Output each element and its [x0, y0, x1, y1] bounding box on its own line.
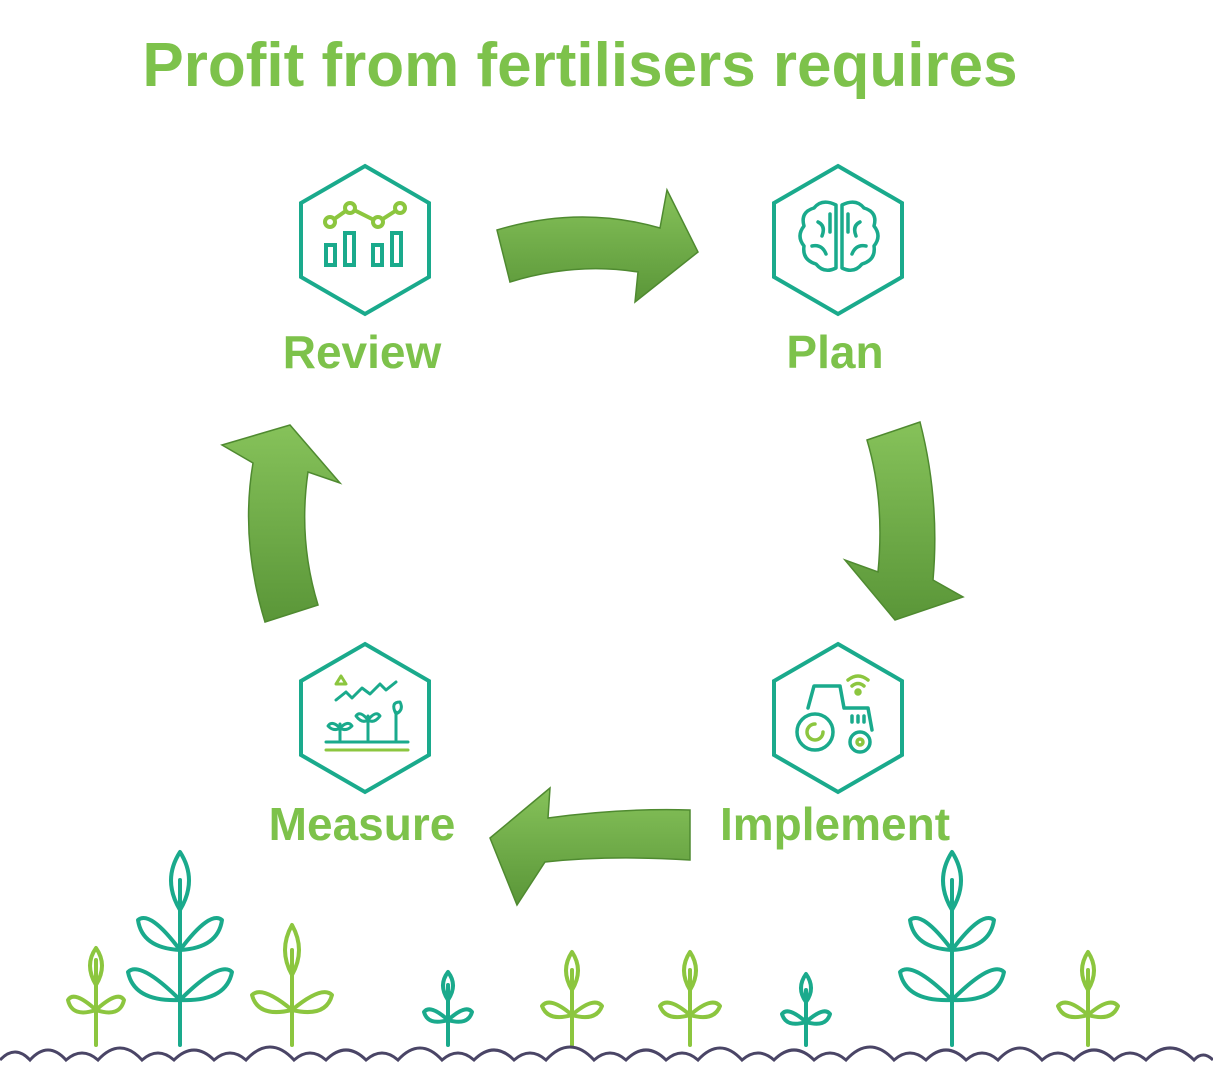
stage-label: Implement — [720, 798, 950, 850]
stage-review: Review — [283, 163, 442, 378]
stage-measure: Measure — [269, 641, 456, 850]
page-title: Profit from fertilisers requires — [142, 31, 1018, 100]
crop-growth-chart-icon — [324, 674, 410, 752]
bar-chart-trend-icon — [323, 201, 407, 267]
arrow-plan-to-implement — [842, 421, 965, 621]
plant-icon — [250, 923, 334, 1047]
smart-tractor-icon — [795, 674, 874, 754]
plant-icon — [540, 950, 604, 1047]
stage-label: Measure — [269, 798, 456, 850]
plant-icon — [1056, 950, 1120, 1047]
plants-decoration — [66, 850, 1120, 1047]
stage-label: Review — [283, 326, 442, 378]
stage-plan: Plan — [772, 163, 904, 378]
plant-icon — [658, 950, 722, 1047]
plant-icon — [126, 850, 234, 1047]
arrow-measure-to-review — [220, 424, 343, 623]
stage-label: Plan — [786, 326, 883, 378]
plant-icon — [422, 970, 474, 1047]
stage-implement: Implement — [720, 641, 950, 850]
arrow-implement-to-measure — [489, 786, 691, 907]
plant-icon — [898, 850, 1006, 1047]
plant-icon — [66, 946, 126, 1047]
brain-icon — [798, 200, 880, 272]
arrow-review-to-plan — [496, 187, 699, 304]
ground-line — [0, 1045, 1213, 1063]
plant-icon — [780, 972, 832, 1047]
